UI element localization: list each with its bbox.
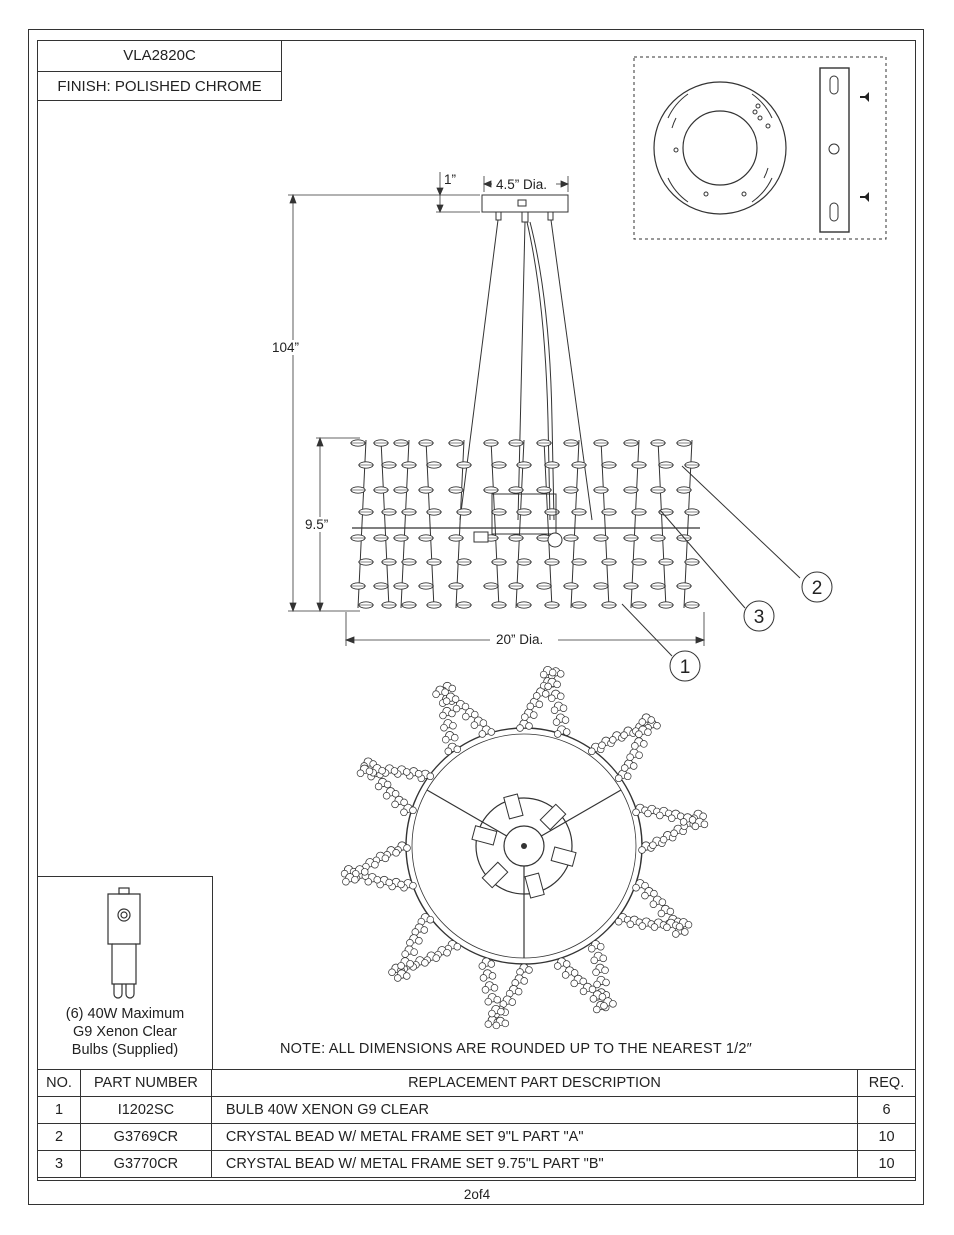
- dim-body-dia: 20” Dia.: [494, 632, 546, 647]
- row-part-number: G3770CR: [79, 1150, 212, 1178]
- spoke: [541, 789, 622, 837]
- model-number: VLA2820C: [123, 47, 196, 64]
- bulb-socket: [503, 793, 524, 820]
- bulb-caption: (6) 40W Maximum G9 Xenon Clear Bulbs (Su…: [38, 1005, 212, 1059]
- header-part-number: PART NUMBER: [79, 1069, 212, 1097]
- row-req: 10: [857, 1150, 916, 1178]
- parts-table-header: NO. PART NUMBER REPLACEMENT PART DESCRIP…: [37, 1069, 916, 1097]
- frame-rod: [380, 439, 390, 609]
- spoke: [426, 789, 507, 837]
- table-row: 3 G3770CR CRYSTAL BEAD W/ METAL FRAME SE…: [37, 1150, 916, 1178]
- bulb-socket: [524, 872, 545, 899]
- dim-overall-height: 104”: [272, 340, 300, 355]
- callout-2: [801, 571, 833, 603]
- callout-1-label: 1: [680, 657, 691, 678]
- row-part-number: I1202SC: [79, 1096, 212, 1124]
- row-no: 1: [37, 1096, 81, 1124]
- header-no: NO.: [37, 1069, 81, 1097]
- callout-3-label: 3: [754, 607, 765, 628]
- page-number: 2of4: [463, 1187, 491, 1202]
- header-req: REQ.: [857, 1069, 916, 1097]
- frame-rod: [600, 439, 610, 609]
- bulb-socket: [550, 846, 577, 867]
- mounting-plate-detail: [633, 56, 887, 240]
- chandelier-side-view: [350, 439, 700, 609]
- row-description: BULB 40W XENON G9 CLEAR: [210, 1096, 859, 1124]
- bulb-info-box: (6) 40W Maximum G9 Xenon Clear Bulbs (Su…: [37, 876, 213, 1070]
- table-row: 2 G3769CR CRYSTAL BEAD W/ METAL FRAME SE…: [37, 1123, 916, 1151]
- model-info-box: VLA2820C FINISH: POLISHED CHROME: [37, 40, 282, 101]
- callouts: [621, 465, 833, 682]
- dim-canopy-height: 1”: [444, 172, 457, 187]
- bulb-socket: [539, 803, 567, 831]
- row-description: CRYSTAL BEAD W/ METAL FRAME SET 9"L PART…: [210, 1123, 859, 1151]
- chandelier-top-view: [340, 665, 709, 1030]
- header-description: REPLACEMENT PART DESCRIPTION: [210, 1069, 859, 1097]
- frame-rod: [543, 439, 553, 609]
- bulb-socket: [471, 825, 498, 846]
- bulb-socket: [481, 861, 509, 889]
- parts-table: NO. PART NUMBER REPLACEMENT PART DESCRIP…: [37, 1069, 916, 1178]
- frame-rod: [490, 439, 500, 609]
- bulb-caption-line-1: (6) 40W Maximum: [65, 1006, 185, 1022]
- callout-3: [743, 600, 775, 632]
- finish-label: FINISH: POLISHED CHROME: [38, 71, 281, 102]
- page-border-outer: [28, 29, 924, 1205]
- row-req: 6: [857, 1096, 916, 1124]
- table-row: 1 I1202SC BULB 40W XENON G9 CLEAR 6: [37, 1096, 916, 1124]
- frame-rod: [425, 439, 435, 609]
- callout-1: [669, 650, 701, 682]
- row-no: 3: [37, 1150, 81, 1178]
- row-part-number: G3769CR: [79, 1123, 212, 1151]
- bulb-caption-line-2: G9 Xenon Clear: [73, 1024, 177, 1040]
- bulb-caption-line-3: Bulbs (Supplied): [71, 1042, 179, 1058]
- dimension-lines: [288, 172, 706, 646]
- dimension-note: NOTE: ALL DIMENSIONS ARE ROUNDED UP TO T…: [280, 1041, 752, 1057]
- row-req: 10: [857, 1123, 916, 1151]
- row-description: CRYSTAL BEAD W/ METAL FRAME SET 9.75"L P…: [210, 1150, 859, 1178]
- g9-bulb-icon: [107, 887, 141, 999]
- row-no: 2: [37, 1123, 81, 1151]
- frame-rod: [657, 439, 667, 609]
- canopy-and-cables: [459, 194, 593, 521]
- dim-canopy-dia: 4.5” Dia.: [494, 177, 550, 192]
- callout-2-label: 2: [812, 578, 823, 599]
- dim-body-height: 9.5”: [305, 517, 329, 532]
- page-border-inner: [37, 40, 916, 1181]
